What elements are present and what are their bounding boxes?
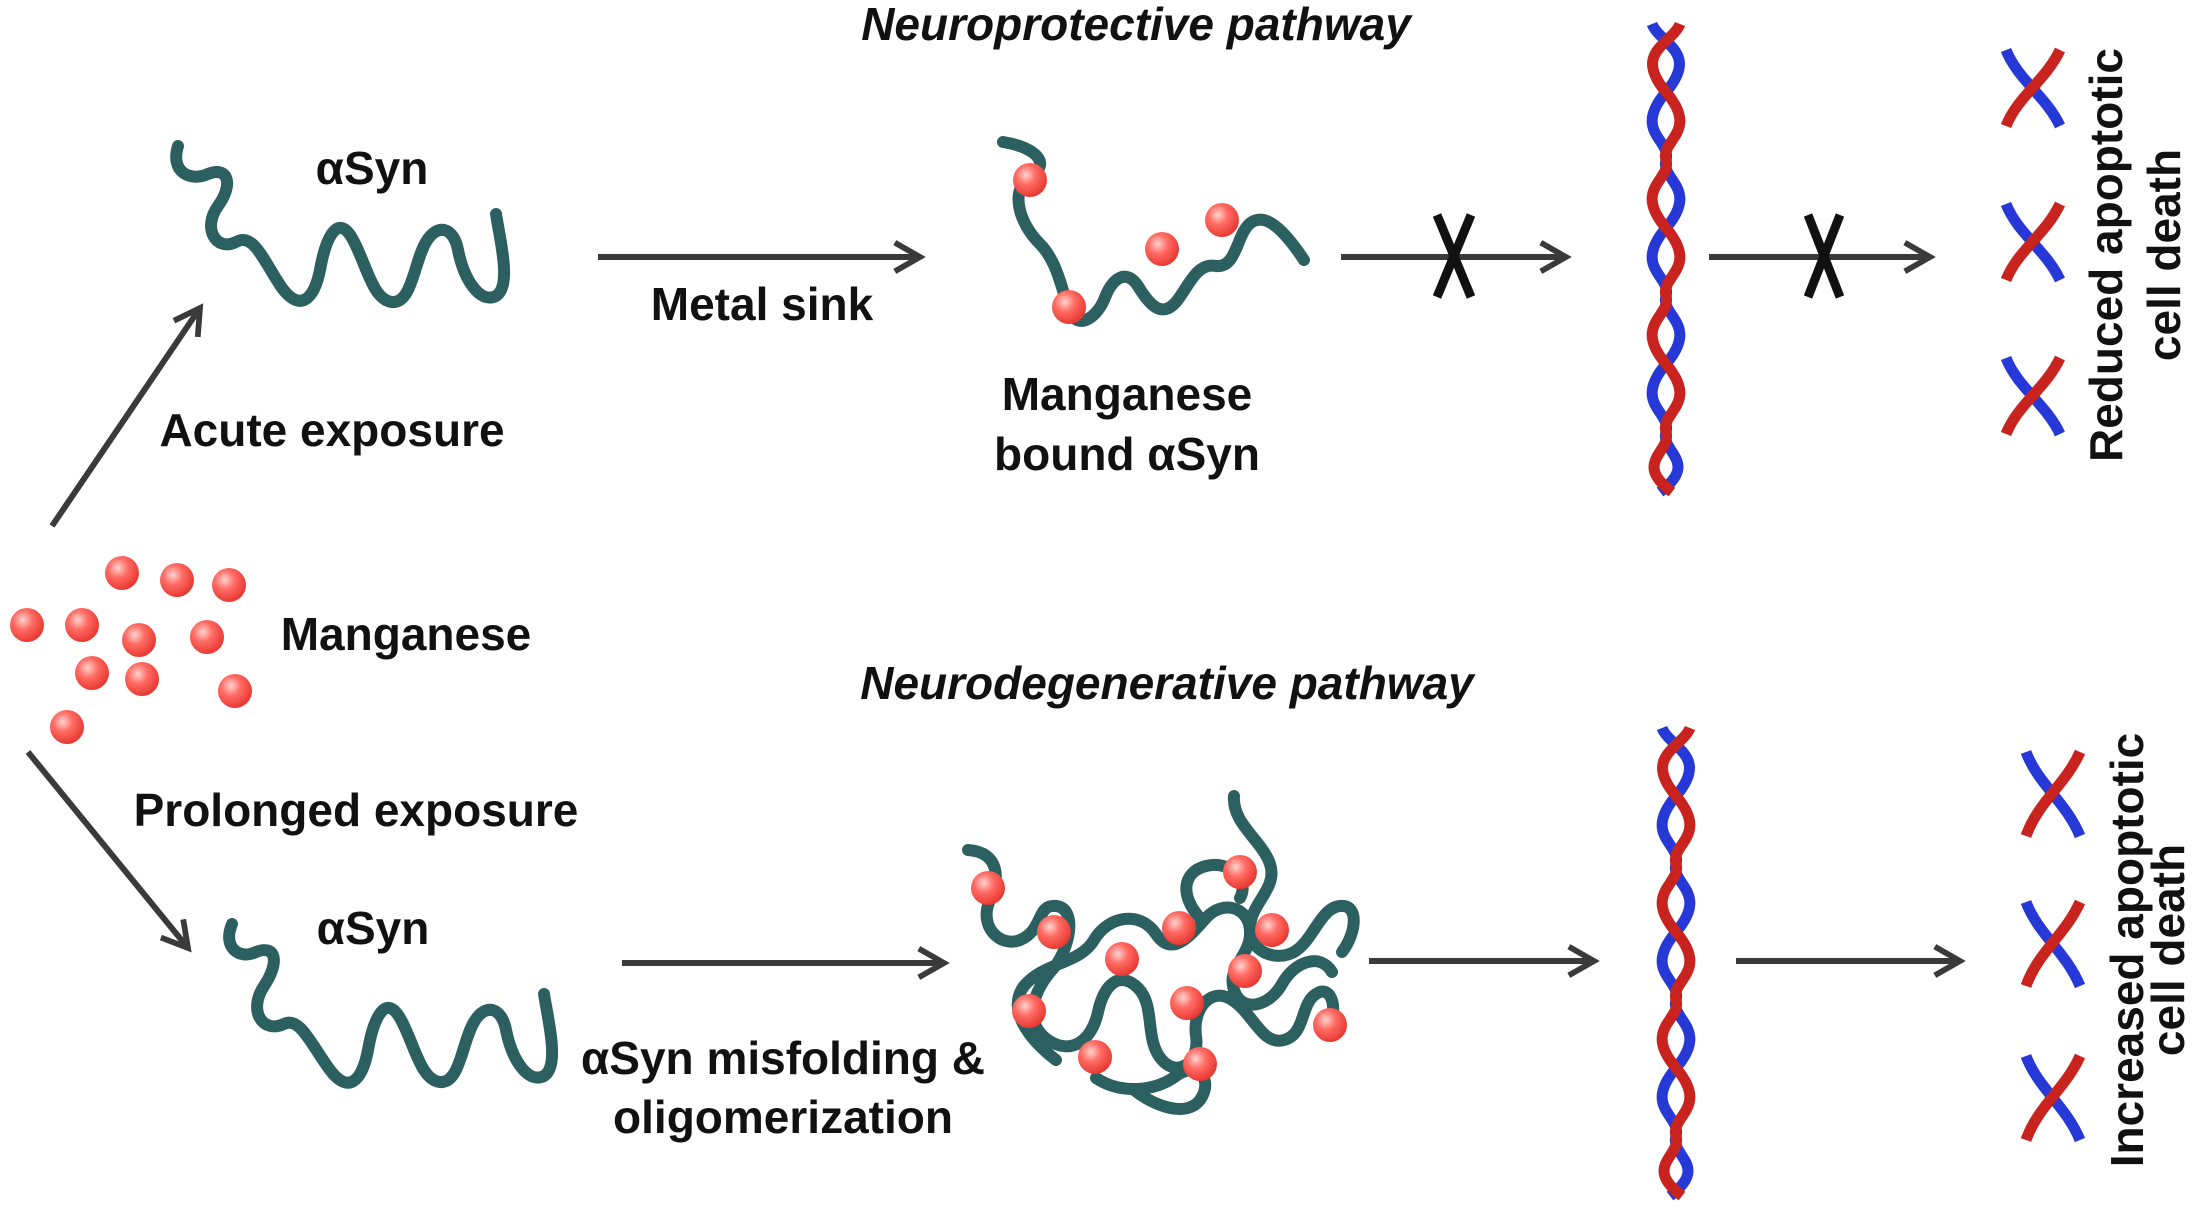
manganese-cluster	[10, 556, 252, 744]
oligomer-manganese-ion	[1255, 913, 1289, 947]
asyn-bottom-coil	[223, 918, 559, 1089]
acute-exposure-label: Acute exposure	[159, 404, 504, 456]
manganese-ion	[212, 568, 246, 602]
oligomer-manganese-ion	[1228, 954, 1262, 988]
manganese-label: Manganese	[281, 608, 532, 660]
asyn-bottom-label: αSyn	[317, 902, 430, 954]
manganese-bound-label-2: bound αSyn	[994, 428, 1260, 480]
prolonged-exposure-label: Prolonged exposure	[134, 784, 579, 836]
manganese-bound-asyn-coil	[997, 136, 1310, 327]
manganese-ion	[10, 608, 44, 642]
manganese-ion	[50, 710, 84, 744]
oligomer-manganese-ion	[1170, 986, 1204, 1020]
neuroprotective-title: Neuroprotective pathway	[861, 0, 1413, 50]
manganese-ion	[218, 674, 252, 708]
misfolding-label-2: oligomerization	[613, 1091, 953, 1143]
manganese-ion	[75, 656, 109, 690]
manganese-ion	[122, 623, 156, 657]
bound-manganese-ion	[1145, 232, 1179, 266]
bound-manganese-ion	[1052, 290, 1086, 324]
block-x-icon	[1803, 213, 1845, 299]
dna-helix-icon	[1646, 21, 1686, 497]
oligomer-manganese-ion	[1162, 911, 1196, 945]
oligomer-manganese-ion	[1078, 1040, 1112, 1074]
manganese-ion	[190, 620, 224, 654]
fragmented-dna-icon	[2000, 47, 2065, 437]
bound-manganese-ion	[1205, 203, 1239, 237]
oligomer-manganese-ion	[1183, 1047, 1217, 1081]
reduced-apoptosis-label-1: Reduced apoptotic	[2080, 48, 2132, 462]
manganese-ion	[65, 608, 99, 642]
misfolding-label-1: αSyn misfolding &	[581, 1032, 985, 1084]
prolonged-exposure-arrow	[25, 750, 192, 953]
oligomer-manganese-ion	[1105, 942, 1139, 976]
fragmented-dna-icon	[2020, 749, 2086, 1143]
manganese-ion	[160, 563, 194, 597]
oligomer-manganese-ion	[1313, 1008, 1347, 1042]
asyn-top-coil	[170, 140, 511, 308]
reduced-apoptosis-label-2: cell death	[2138, 149, 2190, 361]
bound-manganese-ion	[1013, 163, 1047, 197]
manganese-ion	[105, 556, 139, 590]
oligomer-manganese-ion	[1223, 855, 1257, 889]
dna-helix-icon	[1656, 725, 1696, 1201]
oligomer-manganese-ion	[1037, 915, 1071, 949]
block-x-icon	[1432, 213, 1476, 299]
acute-exposure-arrow	[49, 303, 204, 528]
increased-apoptosis-label-2: cell death	[2142, 844, 2194, 1056]
asyn-top-label: αSyn	[316, 142, 429, 194]
oligomer-manganese-ion	[1012, 994, 1046, 1028]
asyn-oligomer-aggregate	[962, 790, 1360, 1115]
increased-apoptosis-label-1: Increased apoptotic	[2101, 733, 2153, 1168]
manganese-bound-label-1: Manganese	[1002, 368, 1253, 420]
metal-sink-label: Metal sink	[651, 278, 874, 330]
oligomer-manganese-ion	[971, 871, 1005, 905]
manganese-ion	[125, 662, 159, 696]
neurodegenerative-title: Neurodegenerative pathway	[860, 657, 1476, 709]
